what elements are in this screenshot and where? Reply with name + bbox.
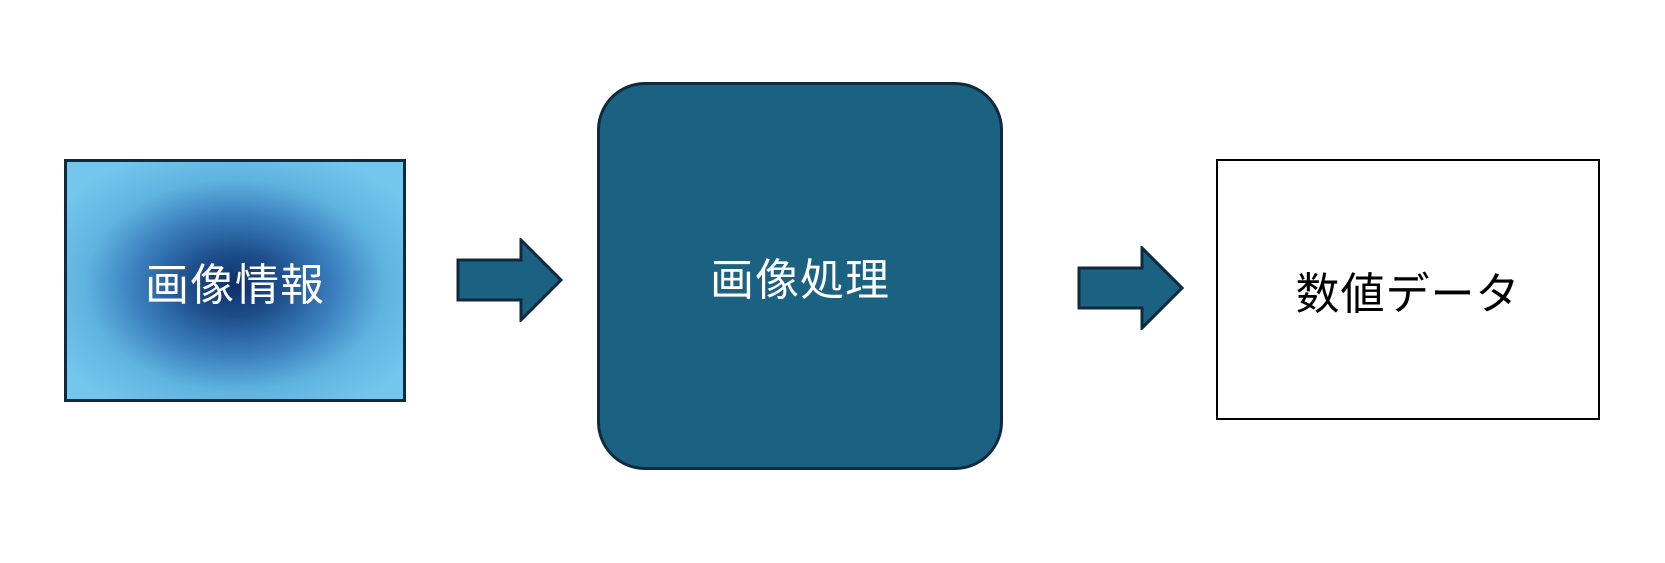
node-numeric-data-label: 数値データ: [1295, 268, 1521, 320]
right-arrow-icon: [1077, 246, 1185, 330]
node-image-processing-label: 画像処理: [710, 255, 890, 306]
node-numeric-data: 数値データ: [1216, 159, 1600, 420]
node-image-information-label: 画像情報: [145, 259, 325, 311]
node-image-processing: 画像処理: [597, 82, 1003, 470]
right-arrow-icon: [456, 238, 564, 322]
node-image-information: 画像情報: [64, 159, 406, 402]
